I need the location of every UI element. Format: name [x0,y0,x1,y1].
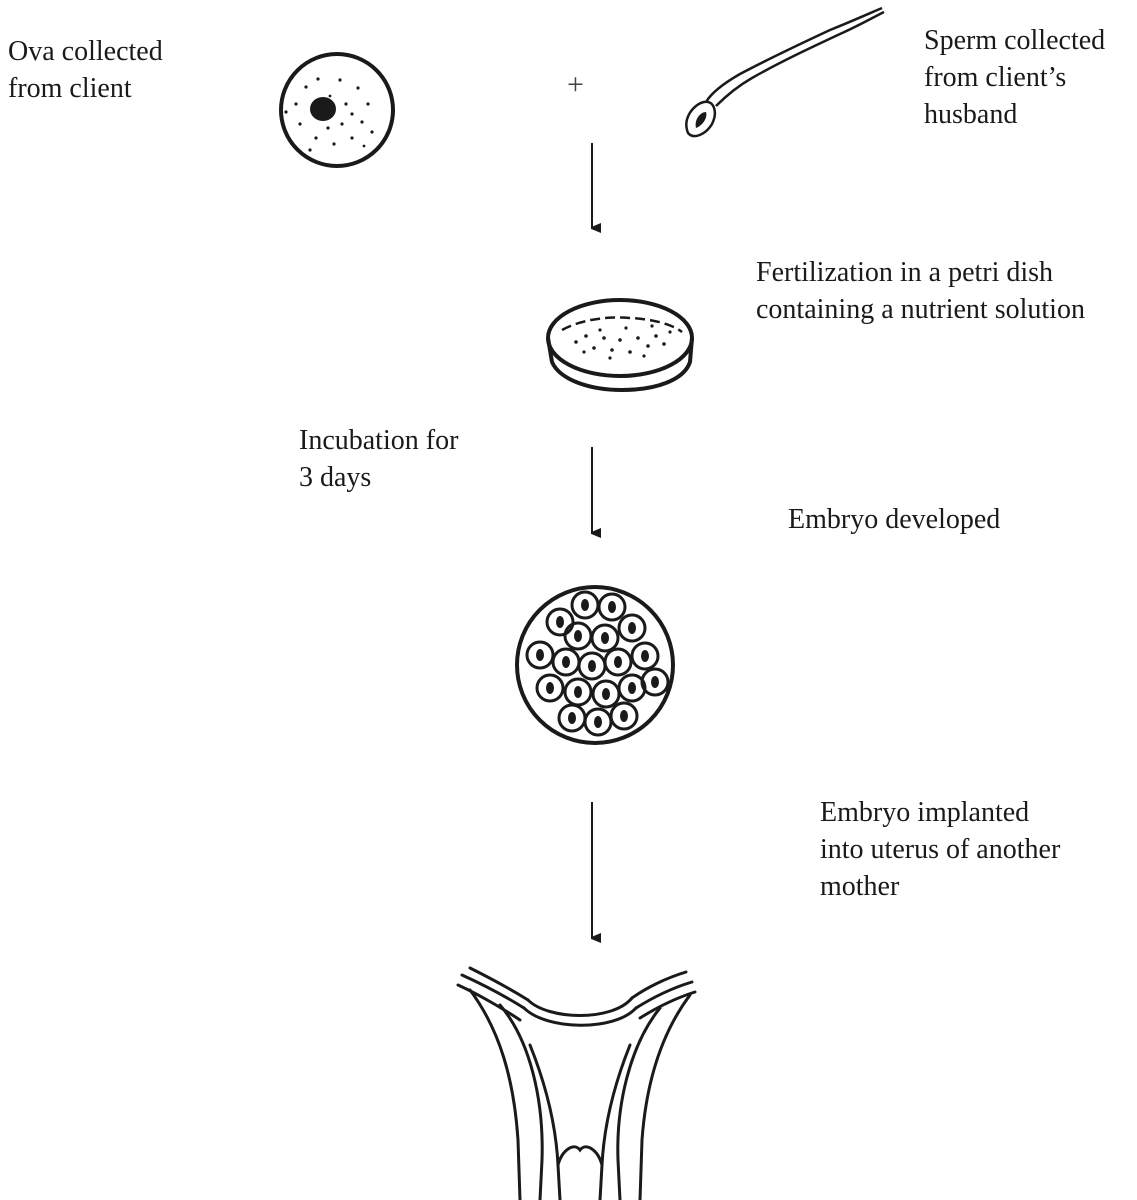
embryo-cells [527,592,668,735]
sperm-label-line2: from client’s [924,59,1105,96]
fertilization-label-line1: Fertilization in a petri dish [756,254,1085,291]
sperm-label-line1: Sperm collected [924,22,1105,59]
uterus-drawing [458,968,695,1200]
plus-sign: + [567,66,584,103]
embryo-implanted-label: Embryo implanted into uterus of another … [820,794,1060,905]
ova-label-line2: from client [8,70,163,107]
fertilization-label: Fertilization in a petri dish containing… [756,254,1085,328]
embryo-developed-label: Embryo developed [788,501,1000,538]
fertilization-label-line2: containing a nutrient solution [756,291,1085,328]
sperm-collected-label: Sperm collected from client’s husband [924,22,1105,133]
incubation-label: Incubation for 3 days [299,422,458,496]
sperm-label-line3: husband [924,96,1105,133]
implanted-label-line3: mother [820,868,1060,905]
incubation-label-line2: 3 days [299,459,458,496]
ova-label-line1: Ova collected [8,33,163,70]
implanted-label-line2: into uterus of another [820,831,1060,868]
embryo-drawing [517,587,673,743]
ova-collected-label: Ova collected from client [8,33,163,107]
petri-dish-specks [574,324,671,359]
sperm-drawing [686,8,884,136]
petri-dish-drawing [548,300,692,390]
incubation-label-line1: Incubation for [299,422,458,459]
implanted-label-line1: Embryo implanted [820,794,1060,831]
ovum-drawing [281,54,393,166]
